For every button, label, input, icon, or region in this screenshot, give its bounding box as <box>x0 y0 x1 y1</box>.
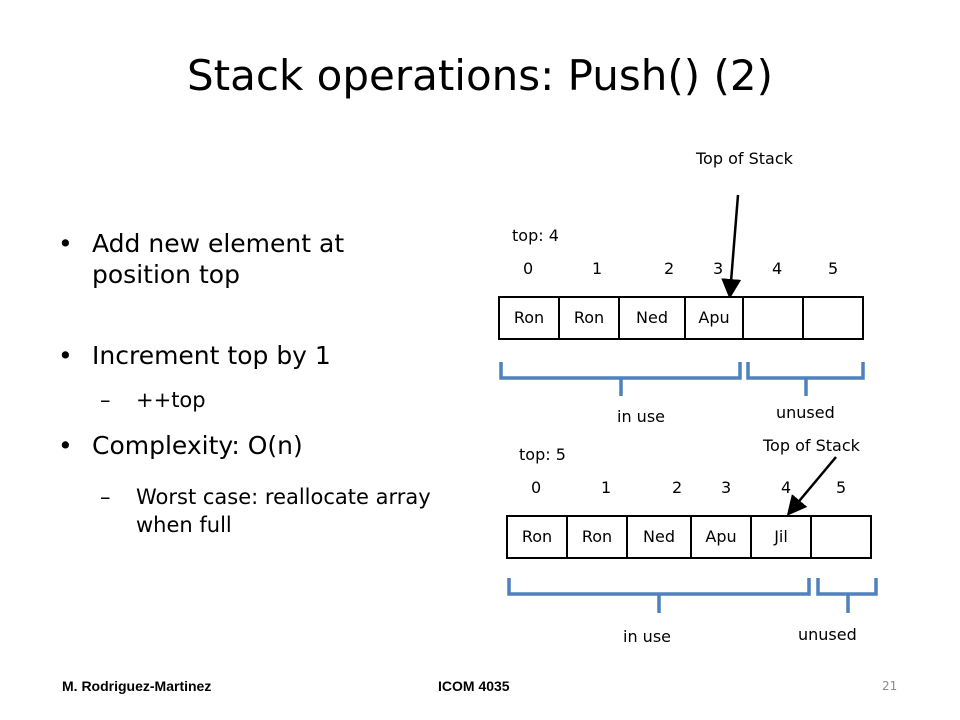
array-cell: Ned <box>618 296 686 340</box>
index-label: 3 <box>721 478 732 497</box>
footer-author: M. Rodriguez-Martinez <box>62 678 212 694</box>
top-value-label-1: top: 4 <box>512 226 559 245</box>
unused-brace-2 <box>816 578 878 613</box>
array-cell: Ron <box>558 296 620 340</box>
array-cell-empty <box>802 296 864 340</box>
index-label: 1 <box>601 478 612 497</box>
array-cell: Ron <box>498 296 560 340</box>
in-use-brace-1 <box>499 362 742 396</box>
unused-label-1: unused <box>776 403 835 422</box>
index-label: 2 <box>664 259 675 278</box>
index-label: 5 <box>828 259 839 278</box>
slide-number: 21 <box>882 679 898 693</box>
index-label: 3 <box>713 259 724 278</box>
array-cell: Ron <box>506 515 568 559</box>
index-label: 4 <box>772 259 783 278</box>
array-cell: Ron <box>566 515 628 559</box>
sub-bullet-increment-code: ++top <box>100 386 436 414</box>
unused-brace-1 <box>746 362 865 396</box>
index-label: 0 <box>523 259 534 278</box>
array-cell: Jil <box>750 515 812 559</box>
top-of-stack-label-2: Top of Stack <box>763 436 860 455</box>
in-use-brace-2 <box>507 578 811 613</box>
top-of-stack-arrow-2 <box>786 456 837 516</box>
unused-label-2: unused <box>798 625 857 644</box>
index-label: 5 <box>836 478 847 497</box>
in-use-label-2: in use <box>623 627 671 646</box>
index-label: 1 <box>592 259 603 278</box>
array-cell: Ned <box>626 515 692 559</box>
slide-title: Stack operations: Push() (2) <box>187 51 773 100</box>
top-of-stack-label-1: Top of Stack <box>696 149 793 168</box>
top-value-label-2: top: 5 <box>519 445 566 464</box>
array-cell-empty <box>810 515 872 559</box>
bullet-add-element: Add new element at position top <box>58 228 422 290</box>
index-label: 2 <box>672 478 683 497</box>
top-of-stack-arrow-1 <box>721 194 742 299</box>
array-cell: Apu <box>684 296 744 340</box>
footer-course: ICOM 4035 <box>438 678 510 694</box>
array-cell: Apu <box>690 515 752 559</box>
array-cell-empty <box>742 296 804 340</box>
sub-bullet-worst-case: Worst case: reallocate array when full <box>100 483 436 539</box>
index-label: 4 <box>781 478 792 497</box>
index-label: 0 <box>531 478 542 497</box>
bullet-complexity: Complexity: O(n) <box>58 430 422 461</box>
in-use-label-1: in use <box>617 407 665 426</box>
bullet-increment-top: Increment top by 1 <box>58 340 422 371</box>
